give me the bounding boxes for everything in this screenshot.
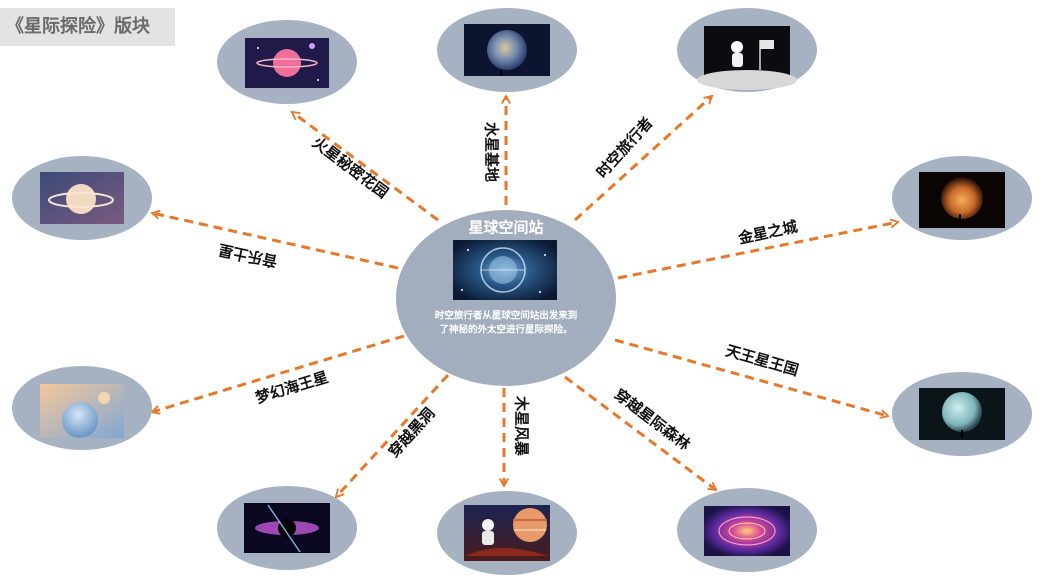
arrow-to-traveler xyxy=(573,96,712,222)
black-hole-image xyxy=(244,503,330,553)
space-station-image xyxy=(453,240,557,300)
neptune-pastel-image xyxy=(40,384,124,438)
arrow-to-mars xyxy=(292,110,439,222)
label-traveler: 时空旅行者 xyxy=(593,114,657,182)
hub-description-line2: 了神秘的外太空进行星际探险。 xyxy=(439,324,572,336)
astronaut-moon-flag-image xyxy=(697,26,797,90)
hub-title: 星球空间站 xyxy=(468,219,543,237)
node-saturn[interactable] xyxy=(12,156,152,240)
label-saturn: 音乐土星 xyxy=(217,240,279,270)
label-jupiter: 木星风暴 xyxy=(513,395,531,457)
purple-galaxy-swirl-image xyxy=(704,506,790,556)
node-mercury[interactable] xyxy=(437,8,577,92)
astronaut-with-gas-giant-image xyxy=(464,505,550,561)
node-venus[interactable] xyxy=(892,156,1032,240)
blue-planet-night-image xyxy=(464,24,550,76)
section-title: 《星际探险》版块 xyxy=(0,8,175,46)
arrow-to-venus xyxy=(617,222,898,280)
node-traveler[interactable] xyxy=(677,8,817,92)
arrow-to-uranus xyxy=(614,338,888,416)
label-mars: 火星秘密花园 xyxy=(309,133,392,202)
node-blackhole[interactable] xyxy=(217,486,357,570)
saturn-rings-image xyxy=(40,172,124,224)
hub-node: 星球空间站 时空旅行者从星球空间站出发来到 了神秘的外太空进行星际探险。 xyxy=(396,210,616,386)
node-mars[interactable] xyxy=(217,20,357,104)
arrow-to-saturn xyxy=(152,213,399,270)
arrow-to-wormhole xyxy=(564,375,716,492)
node-uranus[interactable] xyxy=(892,372,1032,456)
label-neptune: 梦幻海王星 xyxy=(253,368,330,407)
pale-cyan-planet-image xyxy=(919,388,1005,440)
label-venus: 金星之城 xyxy=(736,217,799,247)
node-neptune[interactable] xyxy=(12,366,152,450)
glowing-orange-planet-image xyxy=(919,172,1005,228)
pink-ringed-planet-image xyxy=(245,38,329,88)
node-jupiter[interactable] xyxy=(437,491,577,575)
hub-description-line1: 时空旅行者从星球空间站出发来到 xyxy=(435,310,578,322)
label-mercury: 水星基地 xyxy=(483,122,501,182)
node-wormhole[interactable] xyxy=(677,488,817,572)
arrows xyxy=(152,96,898,497)
arrow-to-blackhole xyxy=(336,373,450,497)
